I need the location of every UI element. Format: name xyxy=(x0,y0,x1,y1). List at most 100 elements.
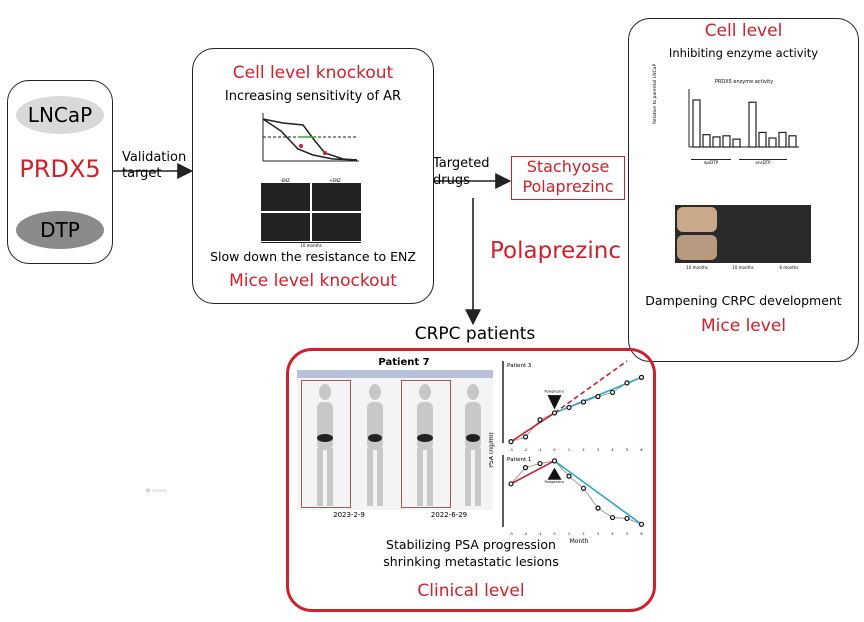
targeted-drugs-label: Targeted drugs xyxy=(433,156,490,188)
patient-label: Patient 1 xyxy=(507,457,531,463)
enzyme-chart-title: PRDX5 enzyme activity xyxy=(714,79,774,85)
bone-scan-images xyxy=(297,370,493,510)
polaprezinc-label: Polaprezinc xyxy=(490,238,621,264)
bar xyxy=(778,131,787,148)
patient-label: Patient 3 xyxy=(507,363,532,369)
mice-tumor-images xyxy=(261,183,361,241)
validation-target-label: Validation target xyxy=(122,150,187,181)
psa-point xyxy=(580,485,587,491)
month-tick: -3 xyxy=(509,448,513,452)
bar xyxy=(788,135,797,148)
lncap-ellipse: LNCaP xyxy=(16,96,104,134)
month-tick: 6 xyxy=(640,448,642,452)
caption-line-1: Stabilizing PSA progression xyxy=(386,537,556,552)
drug-box: Stachyose Polaprezinc xyxy=(511,156,625,200)
bar xyxy=(722,135,731,148)
drug-effect-box: Cell level Inhibiting enzyme activity PR… xyxy=(628,18,859,362)
trend-before xyxy=(510,460,555,485)
inhibiting-subtitle: Inhibiting enzyme activity xyxy=(668,46,819,60)
polaprezinc-marker xyxy=(547,467,562,480)
bar xyxy=(702,134,711,148)
psa-point xyxy=(595,393,601,400)
month-tick: 2 xyxy=(582,448,584,452)
watermark-logo: ⚙ ▭▭▭ xyxy=(146,488,167,494)
drug-polaprezinc: Polaprezinc xyxy=(522,177,614,196)
clinical-caption: Stabilizing PSA progression shrinking me… xyxy=(289,536,653,570)
dtp-ellipse: DTP xyxy=(16,211,104,249)
psa-point xyxy=(609,514,616,521)
psa-point xyxy=(638,374,645,380)
panel-label-plus-enz: +ENZ xyxy=(329,178,341,183)
scan-date-2: 2022-6-29 xyxy=(430,511,468,519)
month-tick: 2 xyxy=(582,532,584,536)
psa-point xyxy=(566,473,572,479)
caption-line-2: shrinking metastatic lesions xyxy=(383,554,559,569)
cell-level-title: Cell level xyxy=(704,21,783,41)
model-box: LNCaP PRDX5 DTP xyxy=(7,80,113,264)
cell-knockout-title: Cell level knockout xyxy=(232,63,394,83)
marker-label: Polaprezinc xyxy=(545,389,565,393)
dampening-subtitle: Dampening CRPC development xyxy=(645,293,842,308)
bar xyxy=(692,99,701,148)
month-tick: -2 xyxy=(524,448,528,452)
mice-level-title: Mice level xyxy=(700,316,787,336)
month-tick: 1 xyxy=(568,532,570,536)
group-label-epidtp: epiDTP xyxy=(691,159,731,165)
psa-point xyxy=(537,460,543,467)
scan-title: Patient 7 xyxy=(378,357,430,368)
psa-point xyxy=(551,458,558,464)
enzyme-bar-chart xyxy=(688,89,799,148)
mouse-label-1: 10 months xyxy=(686,265,708,270)
knockout-box: Cell level knockout Increasing sensitivi… xyxy=(192,48,434,304)
psa-point xyxy=(537,417,543,423)
mice-knockout-title: Mice level knockout xyxy=(229,271,397,291)
mouse-label-3: 6 months xyxy=(779,265,799,270)
bar xyxy=(768,137,777,148)
psa-line xyxy=(510,460,642,525)
mice-tumor-photos xyxy=(675,205,811,263)
psa-point xyxy=(595,505,601,511)
psa-point xyxy=(522,434,529,440)
polaprezinc-marker xyxy=(547,395,562,410)
marker-label: Polaprezinc xyxy=(545,480,565,484)
panel-footer: 10 months xyxy=(261,242,361,248)
month-tick: 3 xyxy=(597,448,599,452)
bar xyxy=(748,101,757,148)
month-tick: -1 xyxy=(538,448,542,452)
prdx5-label: PRDX5 xyxy=(19,155,101,183)
trend-before xyxy=(510,412,555,443)
month-tick: 5 xyxy=(626,448,628,452)
bar xyxy=(758,131,767,148)
month-tick: 3 xyxy=(597,532,599,536)
psa-xlabel: Month xyxy=(570,538,589,545)
psa-ylabel: PSA (ng/ml) xyxy=(489,432,495,467)
month-tick: 4 xyxy=(611,532,614,536)
month-tick: 0 xyxy=(553,532,555,536)
bar xyxy=(732,138,741,148)
psa-line xyxy=(510,377,642,443)
mouse-label-2: 10 months xyxy=(732,265,754,270)
survival-curve-figure xyxy=(262,113,359,162)
month-tick: 5 xyxy=(626,532,628,536)
clinical-level-title: Clinical level xyxy=(417,581,525,601)
sensitivity-subtitle: Increasing sensitivity of AR xyxy=(224,89,402,104)
month-tick: 4 xyxy=(611,448,614,452)
psa-point xyxy=(508,481,514,487)
psa-point xyxy=(551,410,558,416)
clinical-box: Patient 7 2023-2-9 2022-6-29 PSA (ng/ml)… xyxy=(286,348,656,612)
month-tick: -2 xyxy=(524,532,528,536)
psa-point xyxy=(638,521,645,527)
psa-point xyxy=(508,439,514,445)
month-tick: -1 xyxy=(538,532,542,536)
trend-after xyxy=(554,460,642,525)
group-label-ensdtp: ensDTP xyxy=(739,159,787,165)
scan-date-1: 2023-2-9 xyxy=(333,511,365,519)
month-tick: 6 xyxy=(640,532,642,536)
panel-label-minus-enz: -ENZ xyxy=(280,178,290,183)
month-tick: 0 xyxy=(553,448,555,452)
resistance-subtitle: Slow down the resistance to ENZ xyxy=(210,249,416,264)
psa-point xyxy=(580,399,587,405)
psa-point xyxy=(522,464,529,471)
